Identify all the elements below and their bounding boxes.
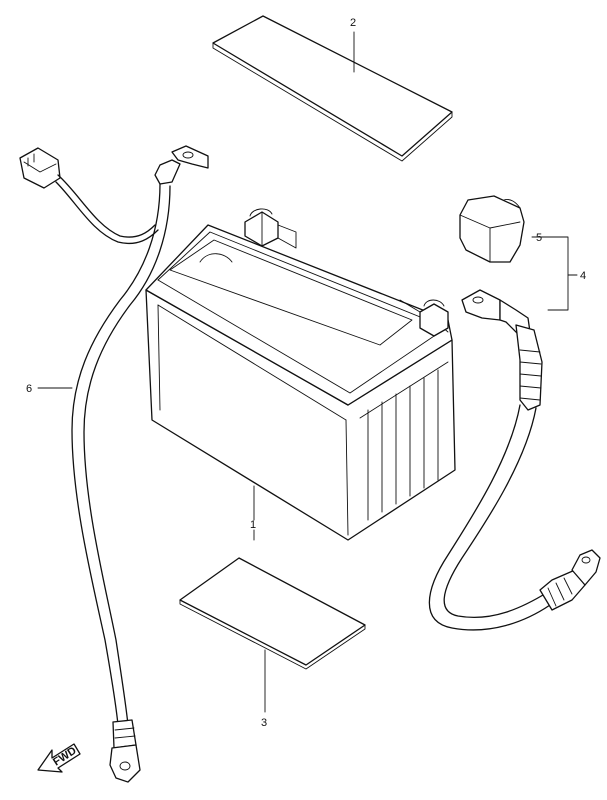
callout-3: 3 xyxy=(261,717,267,729)
part-3-bottom-pad[interactable] xyxy=(179,557,366,670)
callout-6: 6 xyxy=(26,383,32,395)
callout-1: 1 xyxy=(250,519,256,531)
callout-2: 2 xyxy=(350,17,356,29)
callout-4: 4 xyxy=(580,270,586,282)
part-5-terminal-cover[interactable] xyxy=(459,195,525,263)
callout-leaders xyxy=(37,31,578,713)
part-1-battery[interactable] xyxy=(145,208,456,541)
part-6-positive-cable[interactable] xyxy=(19,145,209,783)
part-4-negative-cable[interactable] xyxy=(428,289,601,631)
part-2-top-pad[interactable] xyxy=(212,15,453,162)
callout-5: 5 xyxy=(536,232,542,244)
fwd-arrow-icon: FWD xyxy=(37,743,81,773)
